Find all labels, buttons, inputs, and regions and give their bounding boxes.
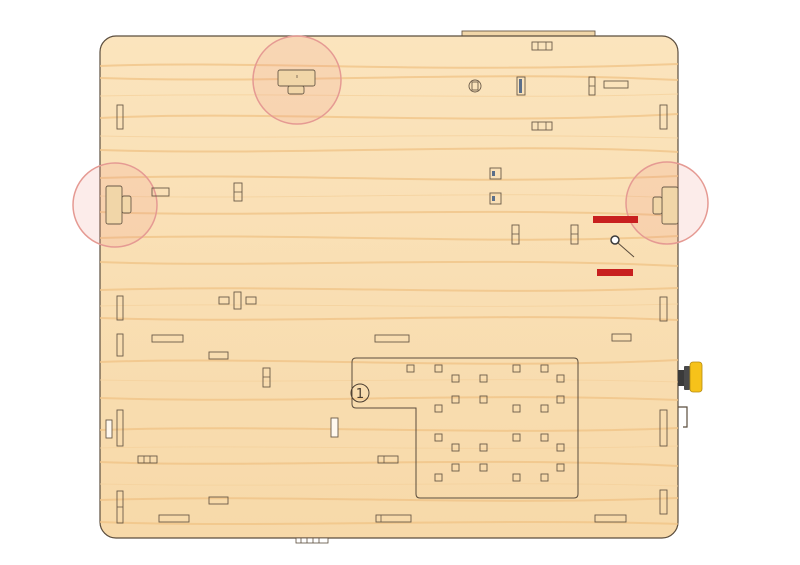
clip-part-top	[277, 69, 316, 95]
step-panel-slots	[406, 364, 565, 482]
wood-grain	[100, 63, 678, 525]
clip-part-right	[652, 186, 679, 225]
step-badge: 1	[350, 383, 370, 403]
top-slots	[468, 41, 629, 131]
bottom-connector	[295, 537, 329, 544]
middle-parts	[137, 167, 632, 523]
red-bar-bottom	[597, 269, 633, 276]
left-edge-slots	[105, 104, 124, 524]
wooden-board	[99, 35, 679, 539]
clip-part-left	[105, 185, 132, 225]
red-bar-top	[593, 216, 638, 223]
right-edge-slots	[659, 104, 668, 515]
peg	[610, 235, 635, 258]
circled-number-icon	[350, 383, 370, 403]
yellow-push-button	[678, 361, 703, 393]
wire-hook	[678, 406, 688, 428]
step-one-panel	[351, 357, 579, 499]
slot	[151, 187, 170, 197]
step-number: 1	[356, 387, 364, 402]
